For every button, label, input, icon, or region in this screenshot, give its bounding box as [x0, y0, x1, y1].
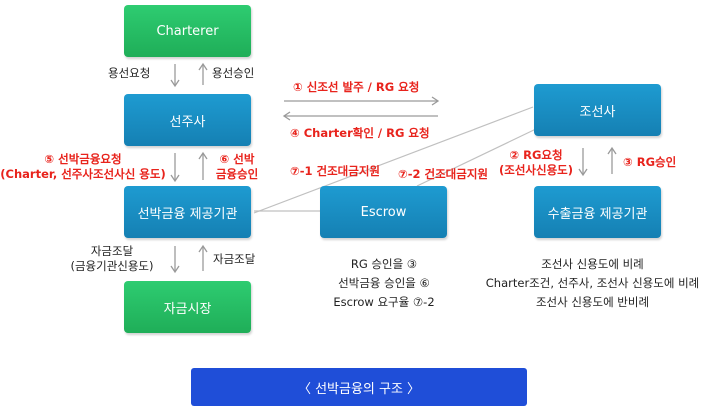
escrow-note-1: RG 승인을 ③ [350, 257, 418, 271]
step3-label: ③ RG승인 [623, 155, 677, 169]
shipowner-node: 선주사 [124, 94, 251, 146]
step7-1-label: ⑦-1 건조대금지원 [290, 164, 380, 178]
charter-approval-label: 용선승인 [212, 66, 255, 80]
export-finance-node: 수출금융 제공기관 [534, 186, 661, 238]
capital-market-node: 자금시장 [124, 281, 251, 333]
step6-subtitle: 금융승인 [215, 167, 259, 181]
escrow-notes: RG 승인을 ③ 선박금융 승인을 ⑥ Escrow 요구율 ⑦-2 [304, 255, 464, 312]
export-note-2: Charter조건, 선주사, 조선사 신용도에 비례 [485, 276, 700, 290]
escrow-note-2: 선박금융 승인을 ⑥ [338, 276, 430, 290]
charterer-node: Charterer [124, 5, 251, 57]
ship-finance-label: 선박금융 제공기관 [137, 206, 238, 222]
funding-left-label: 자금조달 (금융기관신용도) [58, 244, 166, 274]
shipowner-label: 선주사 [169, 114, 206, 130]
step5-title: ⑤ 선박금융요청 [44, 152, 122, 166]
step2-title: ② RG요청 [509, 148, 563, 162]
export-notes: 조선사 신용도에 비례 Charter조건, 선주사, 조선사 신용도에 비례 … [470, 255, 715, 312]
export-finance-label: 수출금융 제공기관 [547, 206, 648, 222]
diagram-caption: 〈 선박금융의 구조 〉 [191, 368, 527, 406]
shipbuilder-node: 조선사 [534, 84, 661, 136]
step4-label: ④ Charter확인 / RG 요청 [290, 126, 430, 140]
escrow-note-3: Escrow 요구율 ⑦-2 [333, 295, 435, 309]
step6-title: ⑥ 선박 [219, 152, 255, 166]
export-note-1: 조선사 신용도에 비례 [541, 257, 644, 271]
step2-label: ② RG요청 (조선사신용도) [494, 148, 578, 178]
step1-label: ① 신조선 발주 / RG 요청 [293, 80, 420, 94]
charterer-label: Charterer [156, 23, 219, 39]
funding-right-label: 자금조달 [213, 252, 256, 266]
escrow-node: Escrow [320, 186, 447, 238]
ship-finance-node: 선박금융 제공기관 [124, 186, 251, 238]
charter-request-label: 용선요청 [108, 66, 151, 80]
step5-subtitle: (Charter, 선주사조선사신 용도) [0, 167, 166, 181]
step5-label: ⑤ 선박금융요청 (Charter, 선주사조선사신 용도) [0, 152, 166, 182]
step7-2-label: ⑦-2 건조대금지원 [398, 167, 488, 181]
line-shipbuilder-to-escrow [416, 127, 539, 187]
funding-line2: (금융기관신용도) [70, 259, 154, 273]
line-shipbuilder-to-ship-finance [253, 106, 534, 214]
step2-subtitle: (조선사신용도) [499, 163, 573, 177]
export-note-3: 조선사 신용도에 반비례 [535, 295, 650, 309]
shipbuilder-label: 조선사 [579, 104, 616, 120]
funding-line1: 자금조달 [90, 244, 134, 258]
step6-label: ⑥ 선박 금융승인 [210, 152, 264, 182]
escrow-label: Escrow [360, 204, 407, 220]
capital-market-label: 자금시장 [163, 301, 212, 317]
